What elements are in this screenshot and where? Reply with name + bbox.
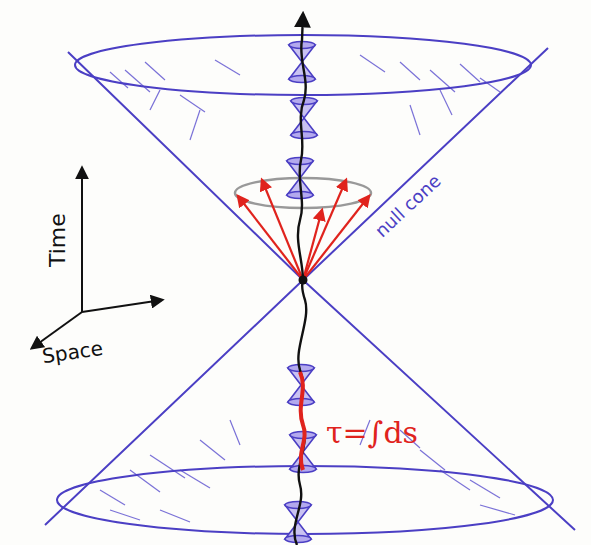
proper-time-label: τ=∫ds — [326, 416, 418, 449]
axis-label: Time — [46, 213, 70, 267]
axis-label: Space — [40, 337, 103, 367]
